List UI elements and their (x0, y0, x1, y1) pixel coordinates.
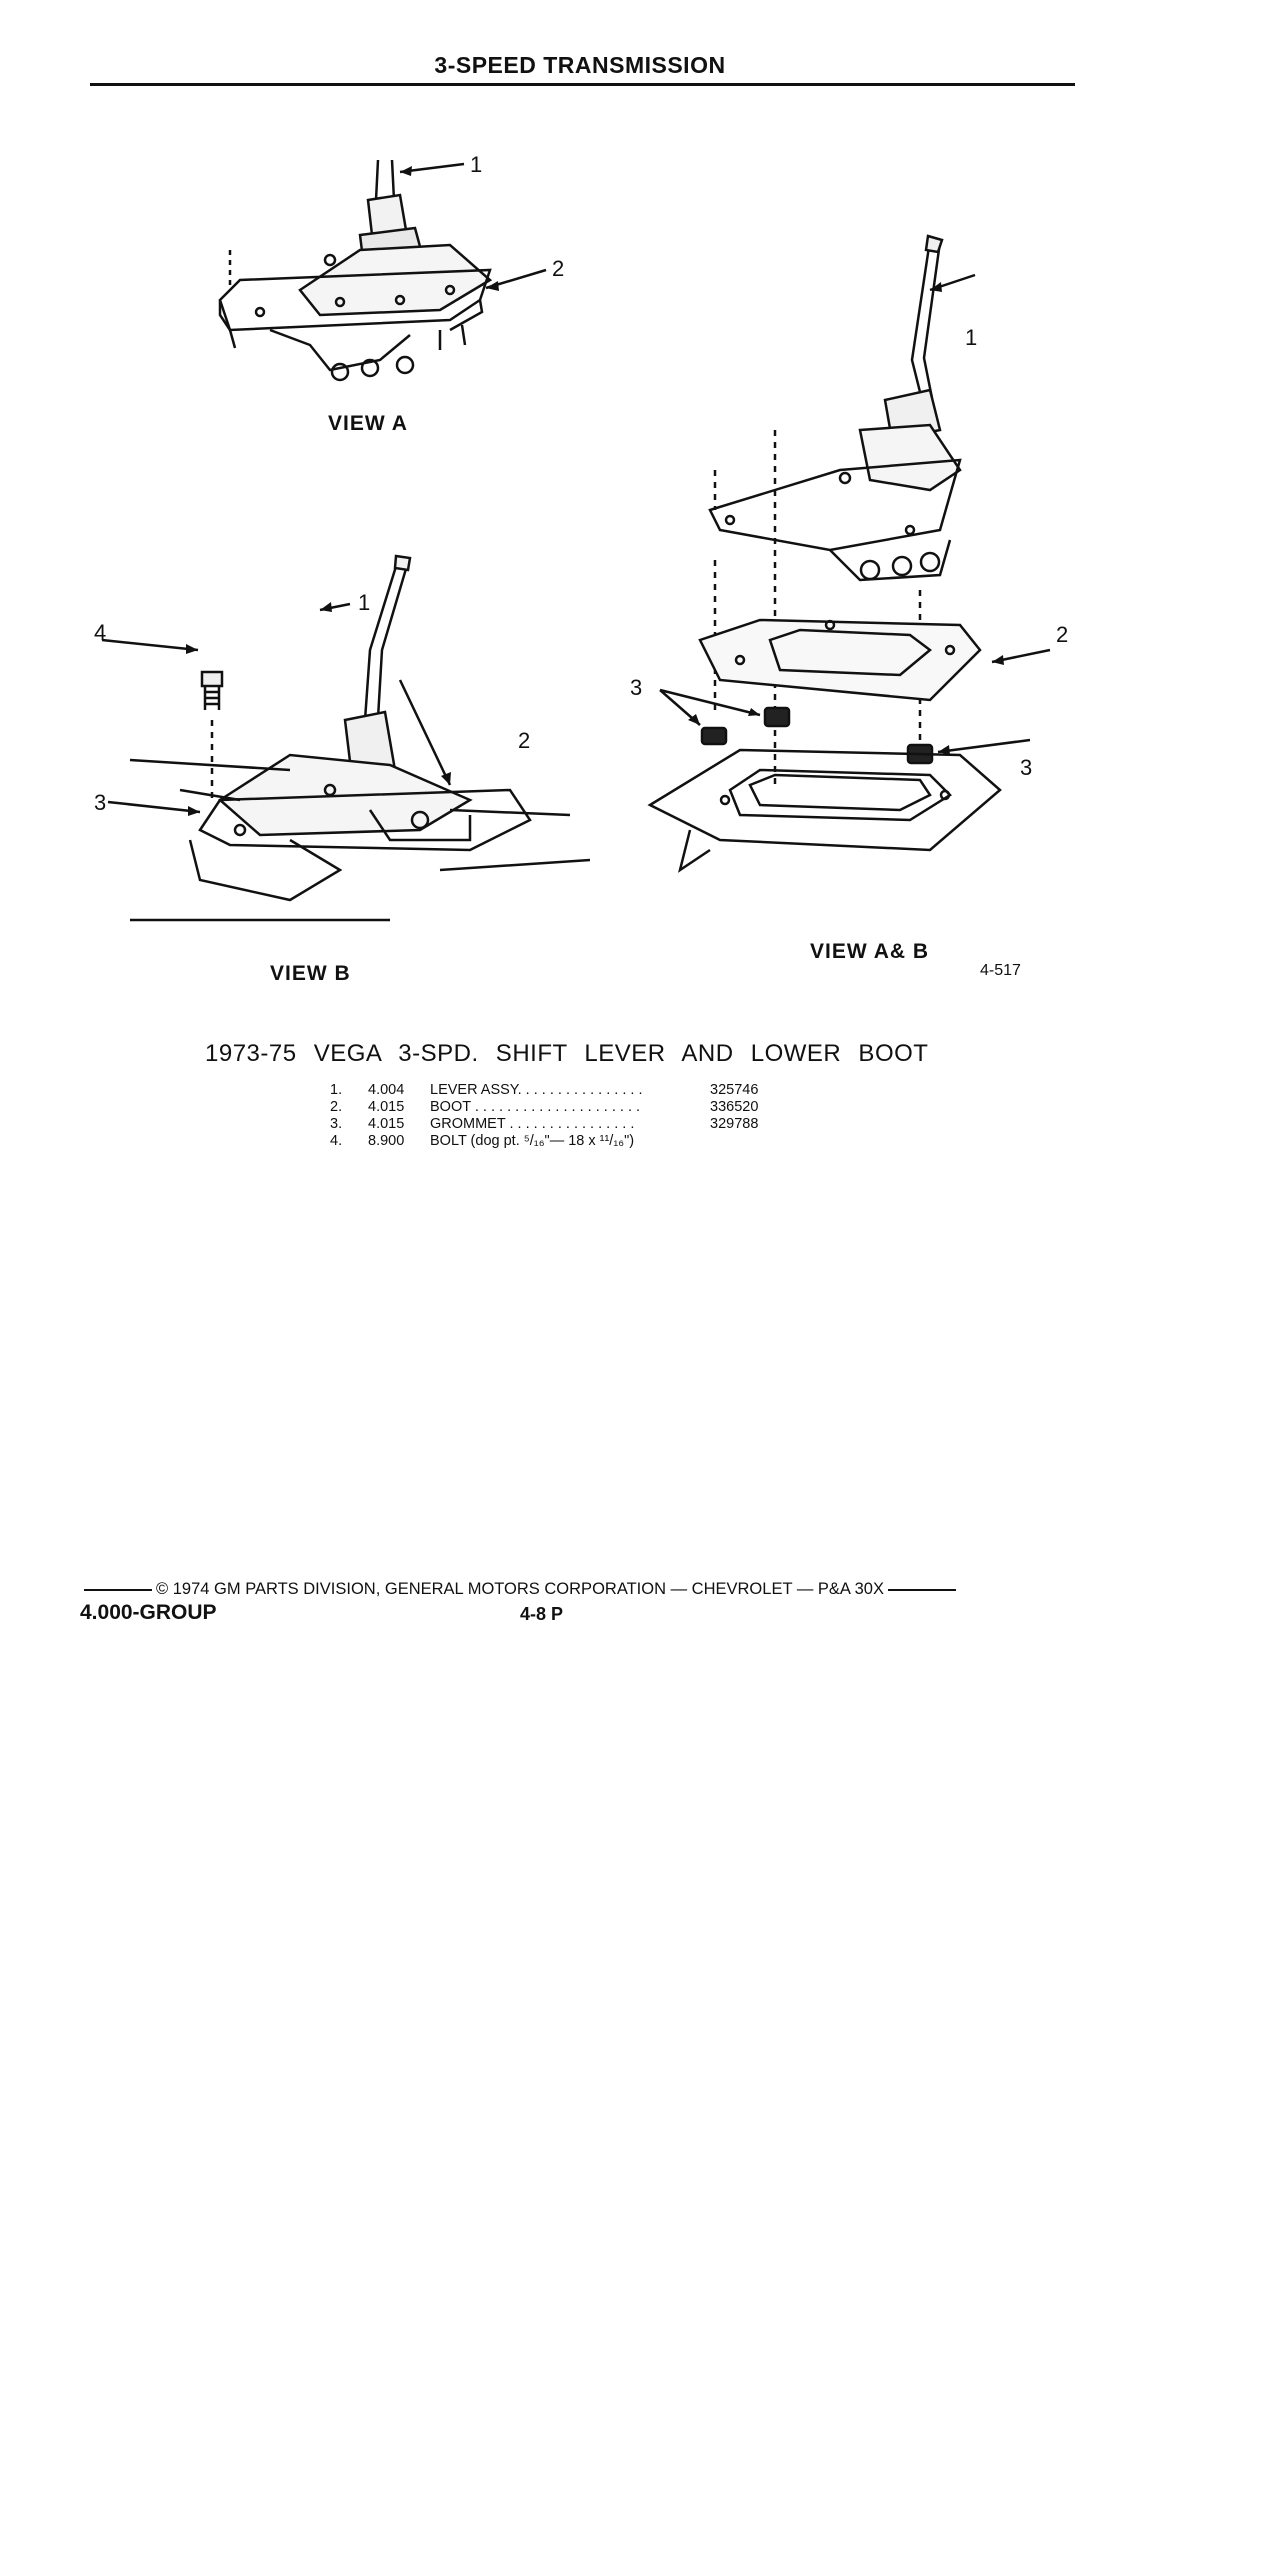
group-number: 4.004 (368, 1082, 405, 1098)
callout-1-view-a: 1 (470, 152, 482, 177)
callout-1-view-b: 1 (358, 590, 370, 615)
footer-copyright-line: © 1974 GM PARTS DIVISION, GENERAL MOTORS… (80, 1580, 960, 1599)
item-number: 4. (330, 1133, 343, 1149)
footer-rule-left (84, 1588, 152, 1591)
part-number: 329788 (710, 1116, 759, 1132)
part-description: BOLT (dog pt. ⁵/₁₆"— 18 x ¹¹/₁₆") (430, 1133, 635, 1149)
footer-rule-right (887, 1588, 956, 1591)
parts-row: 1. 4.004 LEVER ASSY. . . . . . . . . . .… (330, 1082, 758, 1099)
part-number: 336520 (710, 1099, 759, 1115)
part-number (710, 1133, 758, 1150)
callout-2-view-a: 2 (552, 256, 564, 281)
callout-2-view-b: 2 (518, 728, 530, 753)
callout-3-view-b: 3 (94, 790, 106, 815)
header-rule (90, 83, 1075, 86)
callout-2-view-ab: 2 (1056, 622, 1068, 647)
view-b-illustration: 1 4 2 3 VIEW B (94, 554, 591, 985)
callout-4-view-b: 4 (94, 620, 106, 645)
figure-caption: 1973-75 VEGA 3-SPD. SHIFT LEVER AND LOWE… (205, 1040, 929, 1067)
group-number: 8.900 (368, 1133, 405, 1149)
item-number: 2. (330, 1099, 343, 1115)
group-number: 4.015 (368, 1099, 405, 1115)
item-number: 3. (330, 1116, 343, 1132)
parts-row: 2. 4.015 BOOT . . . . . . . . . . . . . … (330, 1099, 758, 1116)
part-description: BOOT . . . . . . . . . . . . . . . . . .… (430, 1099, 641, 1115)
part-description: LEVER ASSY. . . . . . . . . . . . . . . … (430, 1082, 643, 1098)
page-number: 4-8 P (520, 1604, 564, 1624)
parts-list: 1. 4.004 LEVER ASSY. . . . . . . . . . .… (330, 1082, 758, 1150)
part-description: GROMMET . . . . . . . . . . . . . . . . (430, 1116, 635, 1132)
callout-3-right-view-ab: 3 (1020, 755, 1032, 780)
view-ab-illustration: 1 2 3 3 VIEW A& B 4-517 (630, 234, 1068, 979)
parts-row: 3. 4.015 GROMMET . . . . . . . . . . . .… (330, 1116, 758, 1133)
group-label: 4.000-GROUP (80, 1601, 217, 1624)
view-ab-label: VIEW A& B (810, 940, 929, 963)
parts-row: 4. 8.900 BOLT (dog pt. ⁵/₁₆"— 18 x ¹¹/₁₆… (330, 1133, 758, 1150)
part-number: 325746 (710, 1082, 759, 1098)
view-b-label: VIEW B (270, 962, 351, 985)
page-title: 3-SPEED TRANSMISSION (434, 52, 726, 78)
callout-3-left-view-ab: 3 (630, 675, 642, 700)
callout-1-view-ab: 1 (965, 325, 977, 350)
view-a-label: VIEW A (328, 412, 408, 435)
view-a-illustration: 1 2 VIEW A (218, 152, 564, 435)
item-number: 1. (330, 1082, 343, 1098)
copyright-text: © 1974 GM PARTS DIVISION, GENERAL MOTORS… (156, 1580, 884, 1598)
figure-number: 4-517 (980, 962, 1021, 979)
group-number: 4.015 (368, 1116, 405, 1132)
